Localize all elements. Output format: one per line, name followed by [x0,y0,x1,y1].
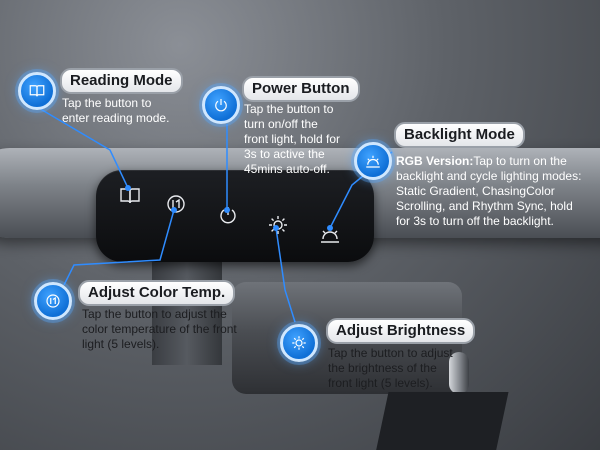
brightness-desc: Tap the button to adjust the brightness … [328,346,453,390]
panel-sunrise-icon[interactable] [318,222,342,246]
brightness-callout [280,324,318,362]
backlight-mode-desc: RGB Version:Tap to turn on the backlight… [396,154,582,228]
color-temp-title: Adjust Color Temp. [78,280,236,306]
lamp-base [371,392,509,450]
power-icon [215,99,227,112]
sunrise-icon [366,155,380,168]
color-temp-desc: Tap the button to adjust the color tempe… [82,307,237,351]
backlight-mode-callout [354,142,392,180]
color-temp-callout [34,282,72,320]
control-panel [96,170,374,262]
lamp-knob [449,352,469,394]
panel-sun-icon[interactable] [266,213,290,237]
power-button-desc: Tap the button to turn on/off the front … [244,102,341,176]
reading-mode-callout [18,72,56,110]
reading-mode-desc: Tap the button to enter reading mode. [62,96,170,125]
power-button-title: Power Button [242,76,360,102]
color-temp-icon [46,294,60,308]
panel-power-icon[interactable] [216,203,240,227]
sun-icon [292,336,306,350]
rgb-version-label: RGB Version: [396,154,474,168]
backlight-mode-title: Backlight Mode [394,122,525,148]
power-button-callout [202,86,240,124]
book-icon [29,85,45,97]
panel-book-icon[interactable] [118,184,142,208]
reading-mode-title: Reading Mode [60,68,183,94]
brightness-title: Adjust Brightness [326,318,476,344]
panel-color-temp-icon[interactable] [164,192,188,216]
